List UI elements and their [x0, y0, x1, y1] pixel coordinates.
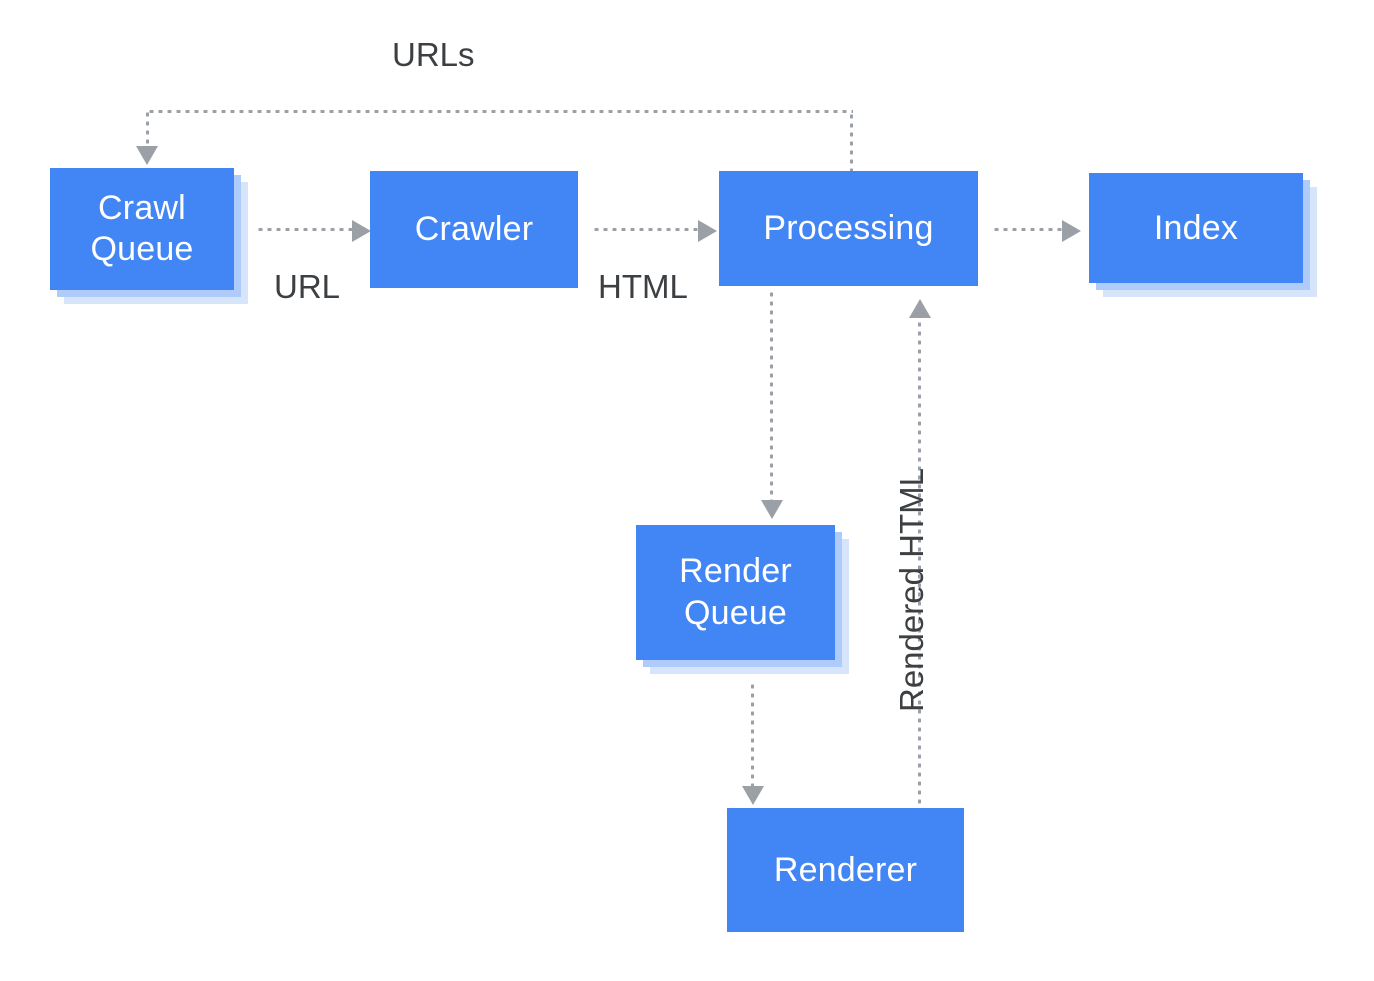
node-processing-label: Processing: [763, 209, 934, 248]
node-index-label: Index: [1153, 208, 1239, 247]
urls-edge-top-segment: [147, 110, 853, 113]
urls-edge-right-segment: [850, 112, 853, 172]
node-index[interactable]: Index: [1089, 173, 1303, 283]
node-renderer[interactable]: Renderer: [727, 808, 964, 932]
render-queue-edge-line: [770, 290, 773, 502]
renderer-edge-line: [751, 682, 754, 786]
node-crawler[interactable]: Crawler: [370, 171, 578, 288]
render-queue-edge-arrowhead: [761, 500, 783, 519]
edge-label-rendered-html: Rendered HTML: [893, 468, 930, 712]
node-processing[interactable]: Processing: [719, 171, 978, 286]
urls-edge-arrowhead: [136, 146, 158, 165]
node-crawler-label: Crawler: [414, 210, 534, 249]
html-edge-line: [592, 228, 700, 231]
node-render-queue-label: Render Queue: [679, 552, 792, 632]
html-edge-arrowhead: [698, 220, 717, 242]
node-crawl-queue[interactable]: Crawl Queue: [50, 168, 234, 290]
node-render-queue[interactable]: Render Queue: [636, 525, 835, 660]
renderer-edge-arrowhead: [742, 786, 764, 805]
urls-edge-left-segment: [146, 110, 149, 146]
index-edge-line: [992, 228, 1064, 231]
edge-label-url: URL: [274, 268, 341, 305]
node-crawl-queue-label: Crawl Queue: [90, 188, 194, 268]
node-renderer-label: Renderer: [773, 850, 918, 889]
rendered-html-edge-line: [918, 320, 921, 808]
edge-label-urls: URLs: [392, 36, 475, 73]
url-edge-arrowhead: [352, 220, 371, 242]
rendered-html-edge-arrowhead: [909, 299, 931, 318]
index-edge-arrowhead: [1062, 220, 1081, 242]
edge-label-html: HTML: [598, 268, 688, 305]
url-edge-line: [256, 228, 354, 231]
